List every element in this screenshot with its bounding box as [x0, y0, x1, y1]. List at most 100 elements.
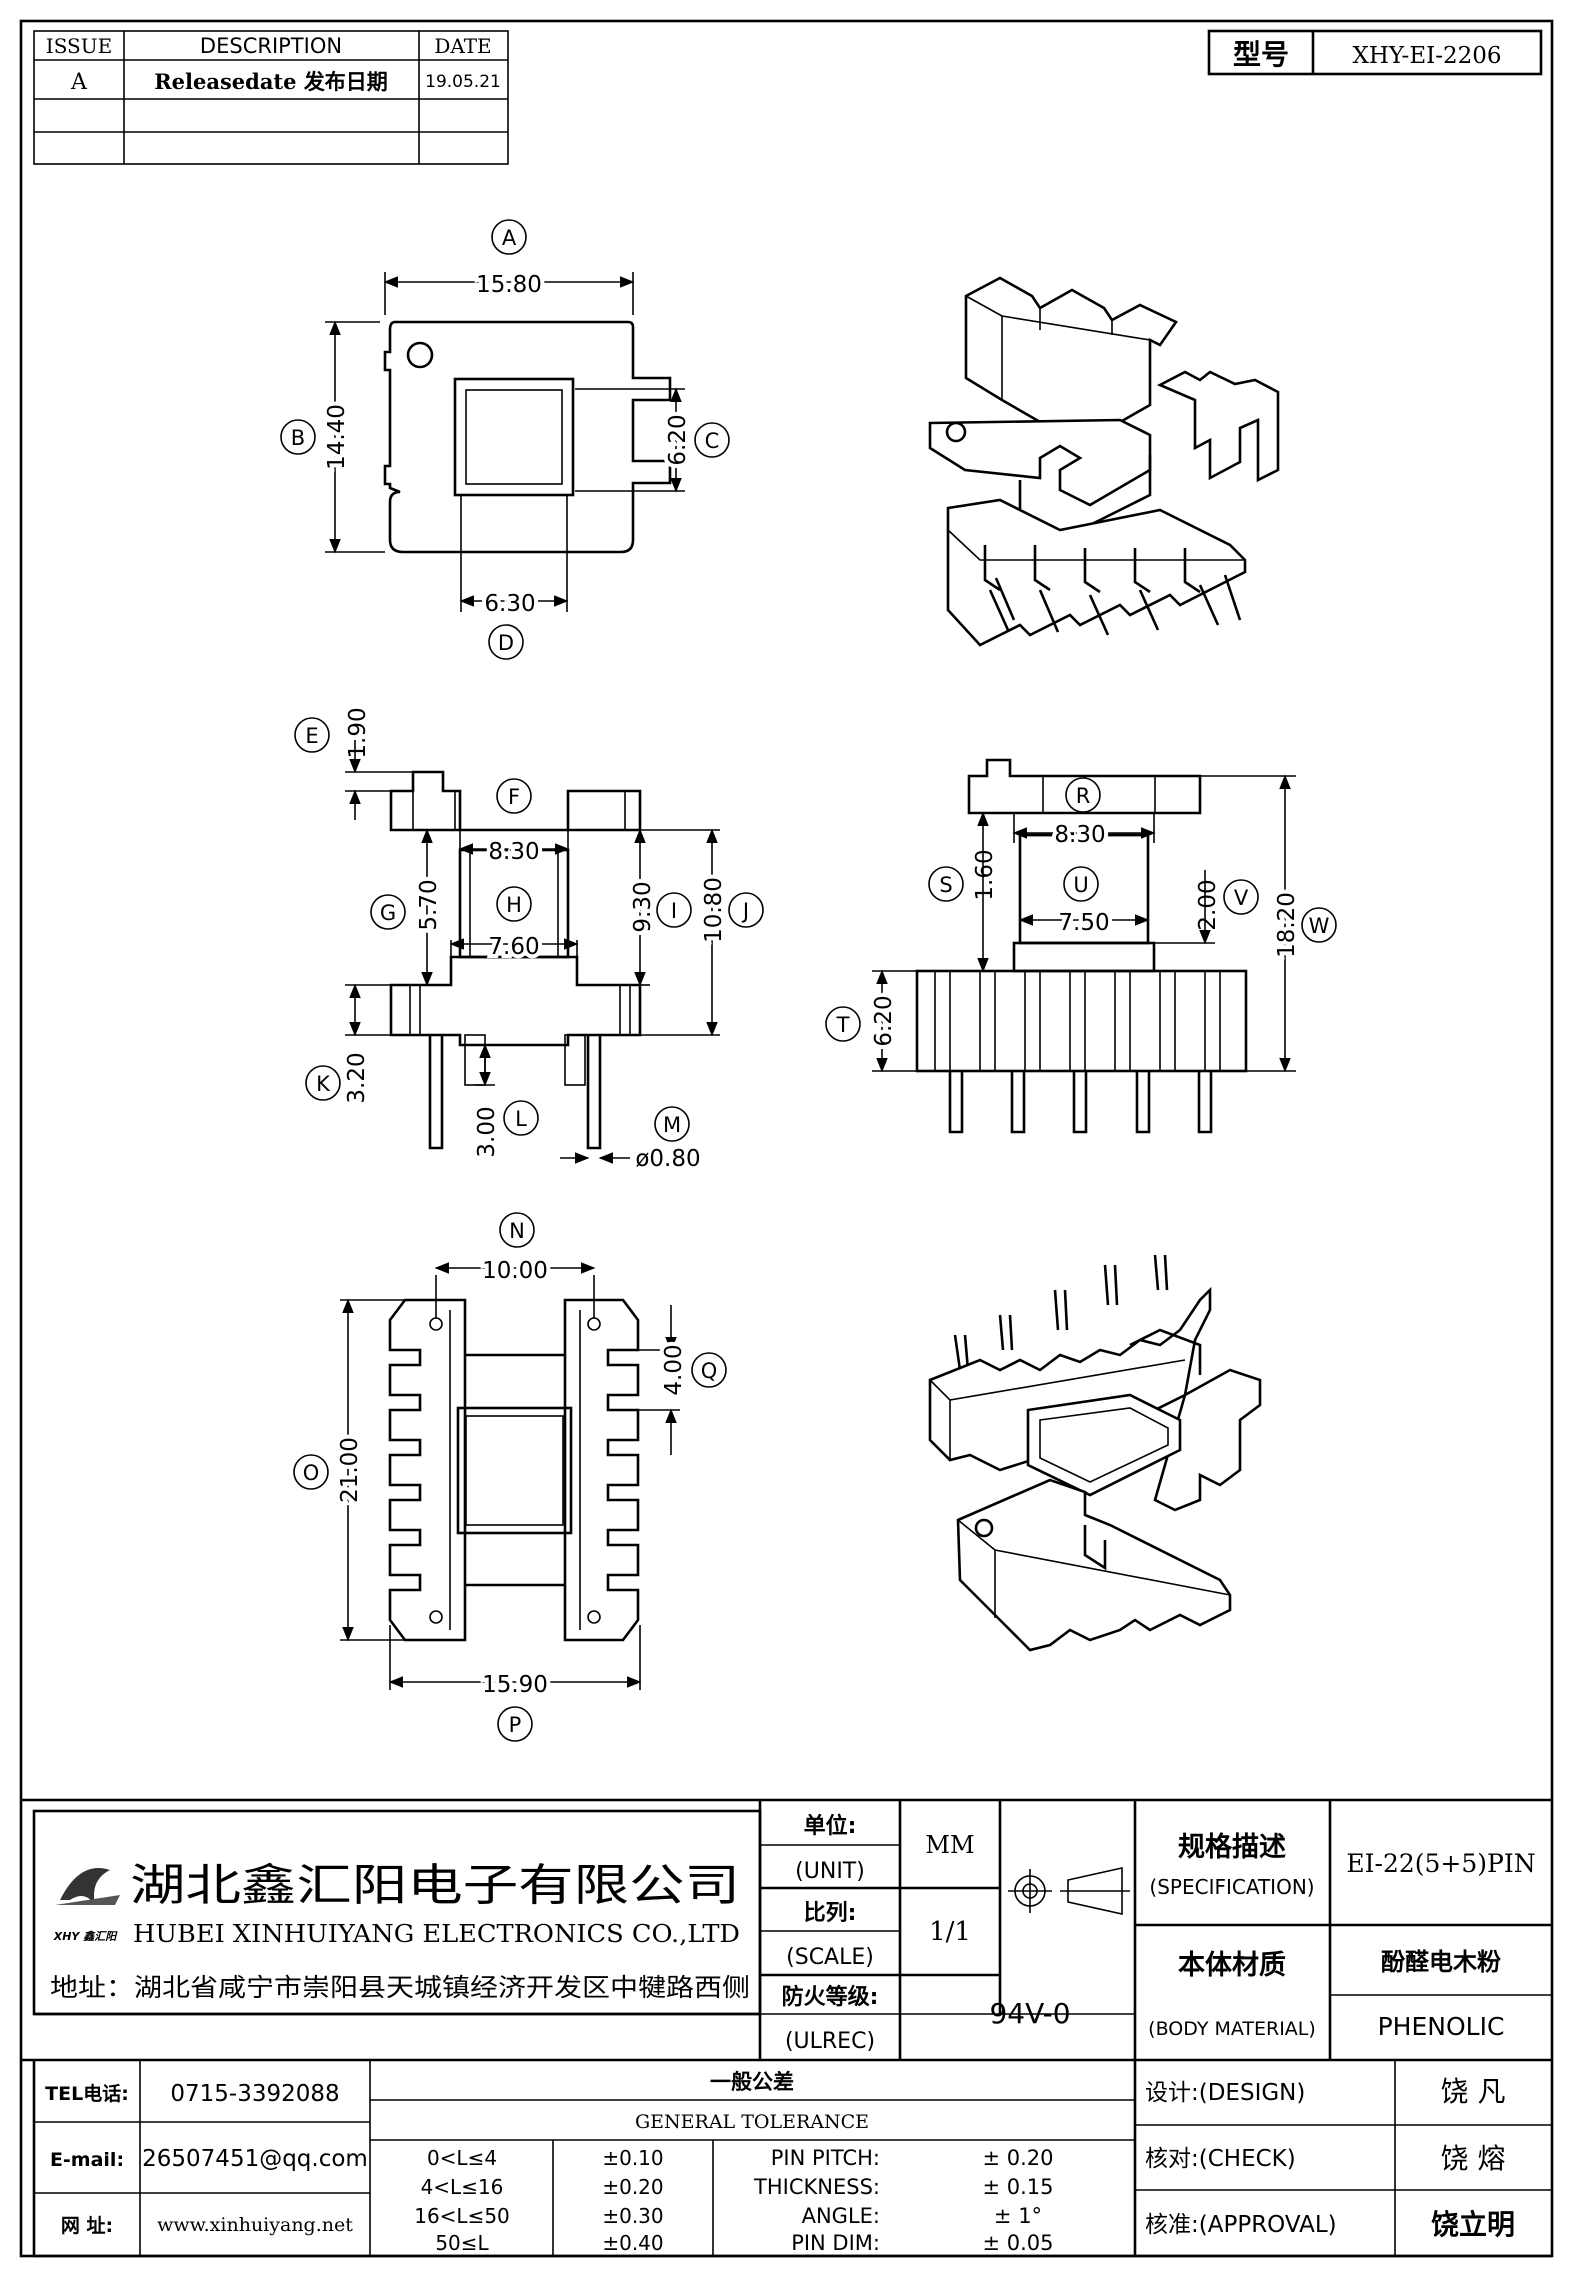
tolerance-item-2: THICKNESS:	[753, 2175, 880, 2199]
tolerance-value-4: ±0.40	[602, 2231, 663, 2255]
dim-d-value: 6.30	[484, 591, 535, 617]
fire-value: 94V-0	[989, 1997, 1070, 2030]
unit-label-en: (UNIT)	[795, 1859, 865, 1884]
balloon-t: T	[825, 1006, 861, 1042]
dim-l-value: 3.00	[474, 1106, 500, 1157]
balloon-d: D	[488, 624, 524, 660]
balloon-c: C	[694, 422, 730, 458]
svg-text:O: O	[303, 1461, 320, 1485]
svg-text:M: M	[663, 1113, 681, 1137]
balloon-p: P	[497, 1706, 533, 1742]
bottom-view: 10.00 21.00 15.90 4.00 N O P Q	[293, 1212, 727, 1742]
dim-c-value: 6.20	[665, 414, 691, 465]
balloon-w: W	[1301, 907, 1337, 943]
material-value-en: PHENOLIC	[1378, 2012, 1505, 2041]
tolerance-item-4: PIN DIM:	[791, 2231, 880, 2255]
title-block: XHY 鑫汇阳 湖北鑫汇阳电子有限公司 HUBEI XINHUIYANG ELE…	[21, 1798, 1552, 2258]
revision-table: ISSUE DESCRIPTION DATE A Releasedate 发布日…	[33, 30, 509, 165]
balloon-b: B	[280, 419, 316, 455]
svg-text:K: K	[316, 1072, 331, 1096]
svg-text:N: N	[509, 1219, 525, 1243]
tolerance-item-3: ANGLE:	[802, 2204, 880, 2228]
balloon-k: K	[305, 1065, 341, 1101]
svg-text:E: E	[305, 724, 318, 748]
tolerance-range-2: 4<L≤16	[421, 2175, 504, 2199]
approval-label: 核准:(APPROVAL)	[1145, 2212, 1337, 2238]
dim-b-value: 14.40	[324, 404, 350, 470]
fire-label-cn: 防火等级:	[782, 1984, 879, 2010]
dim-v-value: 2.00	[1195, 879, 1221, 930]
spec-value: EI-22(5+5)PIN	[1346, 1849, 1535, 1878]
revision-row-date: 19.05.21	[425, 72, 501, 92]
tel-label: TEL电话:	[45, 2082, 129, 2105]
dim-f-value: 8.30	[488, 839, 539, 865]
tolerance-item-1-value: ± 0.20	[982, 2146, 1053, 2170]
tolerance-value-3: ±0.30	[602, 2204, 663, 2228]
balloon-m: M	[654, 1106, 690, 1142]
scale-label-en: (SCALE)	[786, 1945, 874, 1970]
balloon-a: A	[491, 219, 527, 255]
svg-text:S: S	[939, 873, 952, 897]
dim-j-value: 10.80	[701, 877, 727, 943]
dim-m-value: ø0.80	[635, 1146, 700, 1172]
svg-text:V: V	[1234, 886, 1249, 910]
balloon-h: H	[496, 886, 532, 922]
svg-text:U: U	[1073, 873, 1088, 897]
svg-text:T: T	[836, 1013, 850, 1037]
tolerance-title-en: GENERAL TOLERANCE	[635, 2111, 869, 2133]
balloon-q: Q	[691, 1352, 727, 1388]
dim-w-value: 18.20	[1274, 892, 1300, 958]
balloon-s: S	[928, 866, 964, 902]
dim-n-value: 10.00	[482, 1258, 548, 1284]
material-label-cn: 本体材质	[1178, 1950, 1286, 1981]
dim-o-value: 21.00	[337, 1437, 363, 1503]
dim-t-value: 6.20	[871, 995, 897, 1046]
dim-p-value: 15.90	[482, 1672, 548, 1698]
side-view: 8.30 1.60 7.50 2.00 18.20 6.20 R S U V W…	[825, 758, 1337, 1134]
revision-row-issue: A	[70, 70, 88, 95]
balloon-i: I	[656, 892, 692, 928]
balloon-n: N	[499, 1212, 535, 1248]
design-label: 设计:(DESIGN)	[1145, 2080, 1305, 2106]
dim-i-value: 9.30	[630, 881, 656, 932]
email-label: E-mail:	[50, 2149, 124, 2171]
svg-text:B: B	[291, 426, 305, 450]
svg-text:C: C	[705, 429, 720, 453]
revision-header-issue: ISSUE	[46, 34, 112, 58]
material-label-en: (BODY MATERIAL)	[1148, 2018, 1316, 2040]
svg-text:I: I	[671, 899, 677, 923]
check-name: 饶 熔	[1441, 2142, 1506, 2175]
tolerance-range-3: 16<L≤50	[414, 2204, 510, 2228]
dim-g-value: 5.70	[416, 879, 442, 930]
svg-text:J: J	[741, 899, 749, 923]
svg-text:R: R	[1076, 784, 1091, 808]
svg-text:Q: Q	[701, 1359, 718, 1383]
web-value: www.xinhuiyang.net	[157, 2214, 353, 2236]
balloon-f: F	[496, 778, 532, 814]
check-label: 核对:(CHECK)	[1145, 2146, 1296, 2172]
balloon-o: O	[293, 1454, 329, 1490]
balloon-l: L	[503, 1100, 539, 1136]
tolerance-item-4-value: ± 0.05	[982, 2231, 1053, 2255]
spec-label-en: (SPECIFICATION)	[1149, 1875, 1314, 1899]
unit-label-cn: 单位:	[804, 1813, 857, 1839]
dim-s-value: 1.60	[972, 849, 998, 900]
svg-text:H: H	[506, 893, 522, 917]
unit-value: MM	[925, 1831, 974, 1859]
isometric-view-bottom	[928, 1254, 1262, 1652]
dim-u-value: 7.50	[1058, 910, 1109, 936]
scale-label-cn: 比列:	[804, 1901, 857, 1926]
tolerance-title-cn: 一般公差	[710, 2070, 794, 2094]
dim-h-value: 7.60	[488, 934, 539, 960]
svg-text:W: W	[1309, 914, 1330, 938]
dim-e-value: 1.90	[345, 707, 371, 758]
svg-text:L: L	[515, 1107, 527, 1131]
balloon-j: J	[728, 892, 764, 928]
model-value: XHY-EI-2206	[1352, 43, 1501, 69]
company-logo: XHY 鑫汇阳	[53, 1868, 120, 1943]
front-view: 1.90 8.30 5.70 7.60 9.30 10.80 3.20 3.00	[294, 707, 764, 1172]
isometric-view-top	[928, 276, 1280, 647]
balloon-v: V	[1223, 879, 1259, 915]
fire-label-en: (ULREC)	[785, 2029, 875, 2054]
